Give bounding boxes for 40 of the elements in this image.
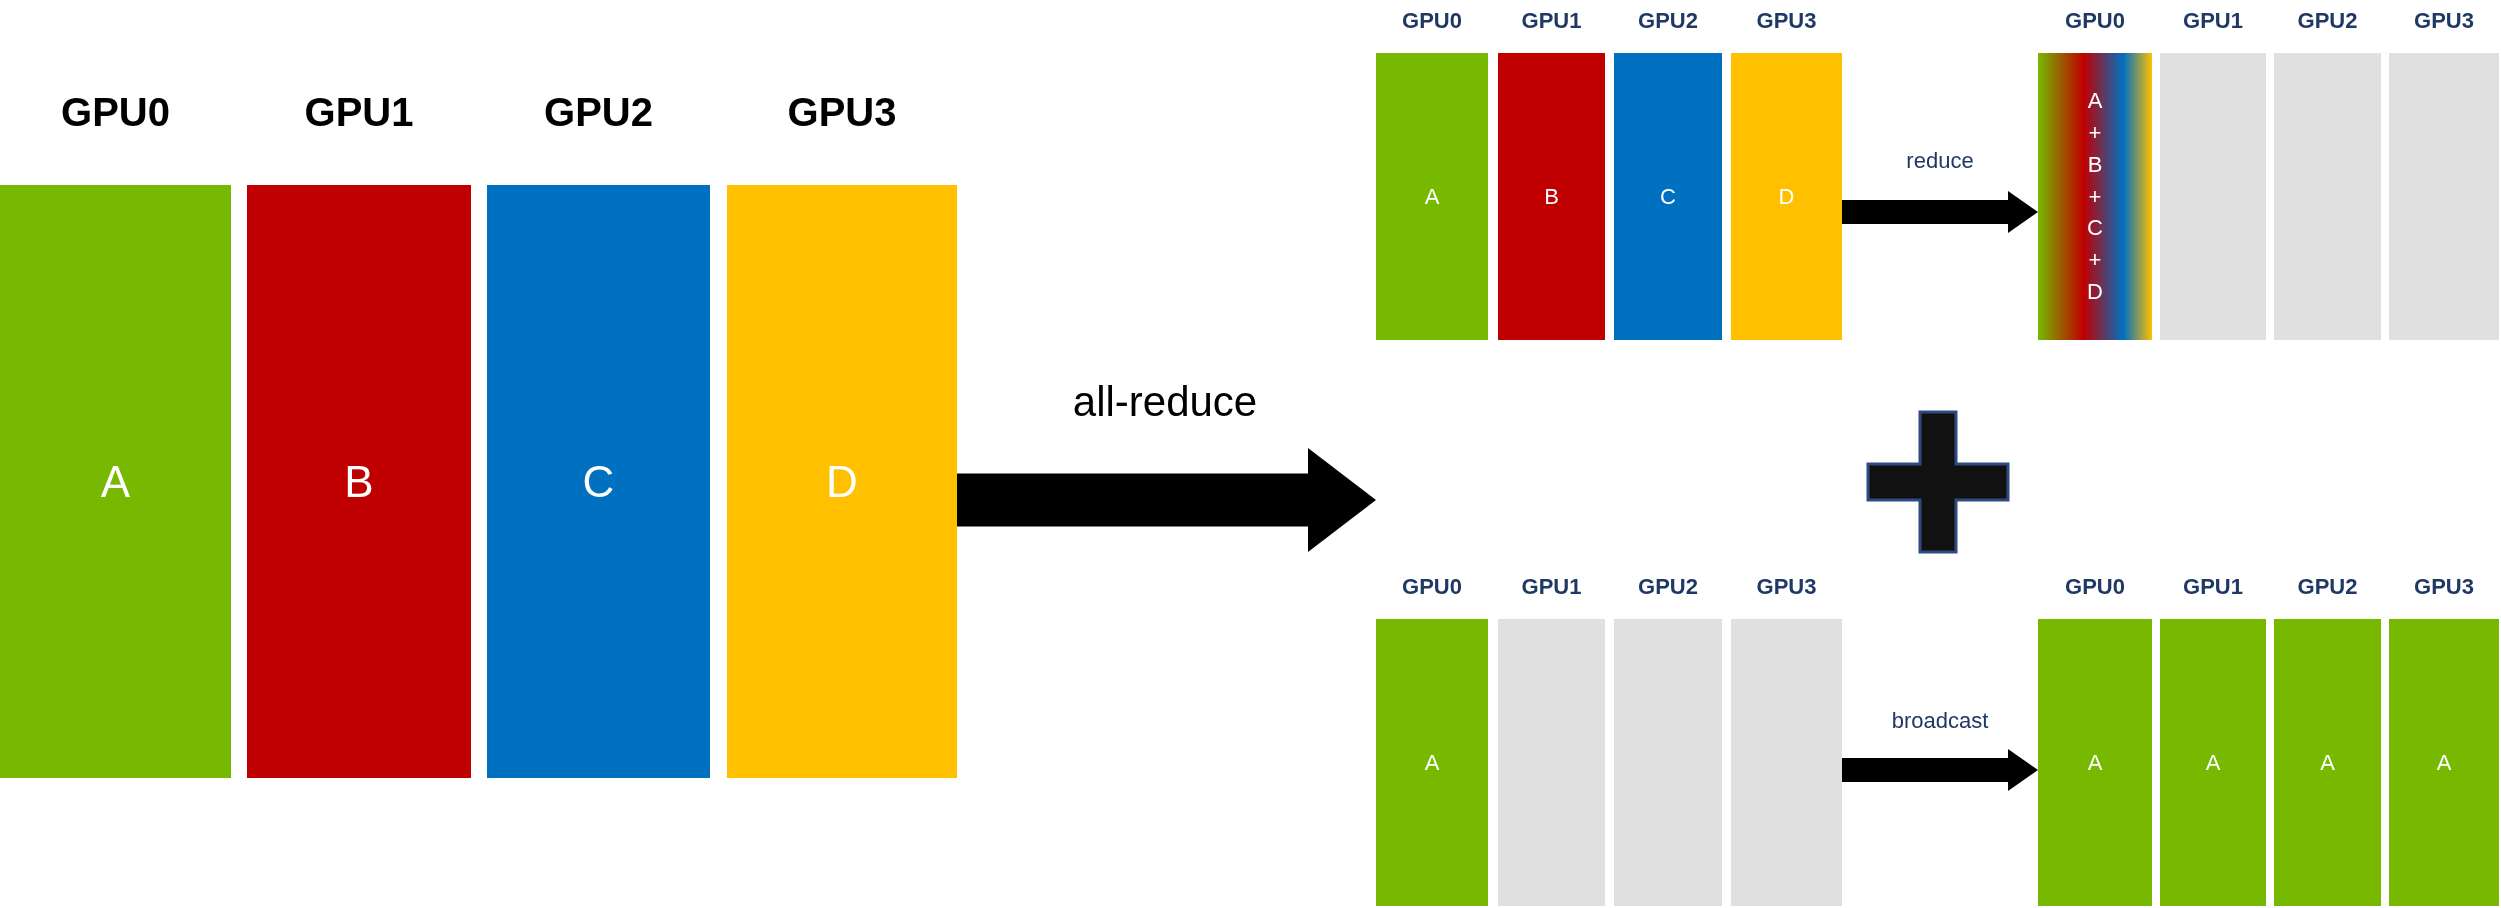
arrow <box>1842 749 2038 791</box>
gpu-label: GPU2 <box>544 90 653 135</box>
gpu-label: GPU3 <box>2414 8 2474 34</box>
buffer-label: A <box>1424 182 1440 211</box>
buffer-label: A <box>1424 748 1440 777</box>
gpu-label: GPU2 <box>1638 8 1698 34</box>
gpu-label: GPU2 <box>2297 8 2358 34</box>
buffer-label: B <box>344 455 374 508</box>
buffer-label: D <box>1778 182 1795 211</box>
gpu-label: GPU1 <box>2183 8 2243 34</box>
buffer-label: C <box>1660 182 1676 211</box>
buffer-label: A <box>2205 748 2221 777</box>
gpu-label: GPU2 <box>1638 574 1698 600</box>
gpu-label: GPU1 <box>1521 8 1582 34</box>
gpu-label: GPU3 <box>1756 574 1817 600</box>
gpu-label: GPU3 <box>2414 574 2474 600</box>
gpu-label: GPU1 <box>304 90 414 135</box>
gpu-label: GPU3 <box>1756 8 1817 34</box>
gpu-label: GPU0 <box>2065 574 2125 600</box>
edge-label: broadcast <box>1891 708 1989 734</box>
edge-label: all-reduce <box>1072 378 1258 426</box>
buffer-label: A <box>2320 748 2335 777</box>
buffer-label: A <box>2087 748 2103 777</box>
gpu-label: GPU3 <box>787 90 897 135</box>
buffer-label: C <box>582 455 615 508</box>
gpu-label: GPU1 <box>1521 574 1582 600</box>
edge-label: reduce <box>1906 148 1974 174</box>
gpu-label: GPU2 <box>2297 574 2358 600</box>
buffer-label: B <box>1544 182 1559 211</box>
buffer-label: A <box>100 455 131 508</box>
gpu-label: GPU0 <box>1402 8 1462 34</box>
arrow <box>1842 191 2038 233</box>
gpu-label: GPU0 <box>61 90 170 135</box>
buffer-label: D <box>826 455 858 508</box>
gpu-label: GPU0 <box>2065 8 2125 34</box>
buffer-label: A <box>2436 748 2452 777</box>
buffer-label: A + B + C + D <box>2087 86 2103 307</box>
arrow <box>957 448 1376 552</box>
gpu-label: GPU0 <box>1402 574 1462 600</box>
gpu-label: GPU1 <box>2183 574 2243 600</box>
